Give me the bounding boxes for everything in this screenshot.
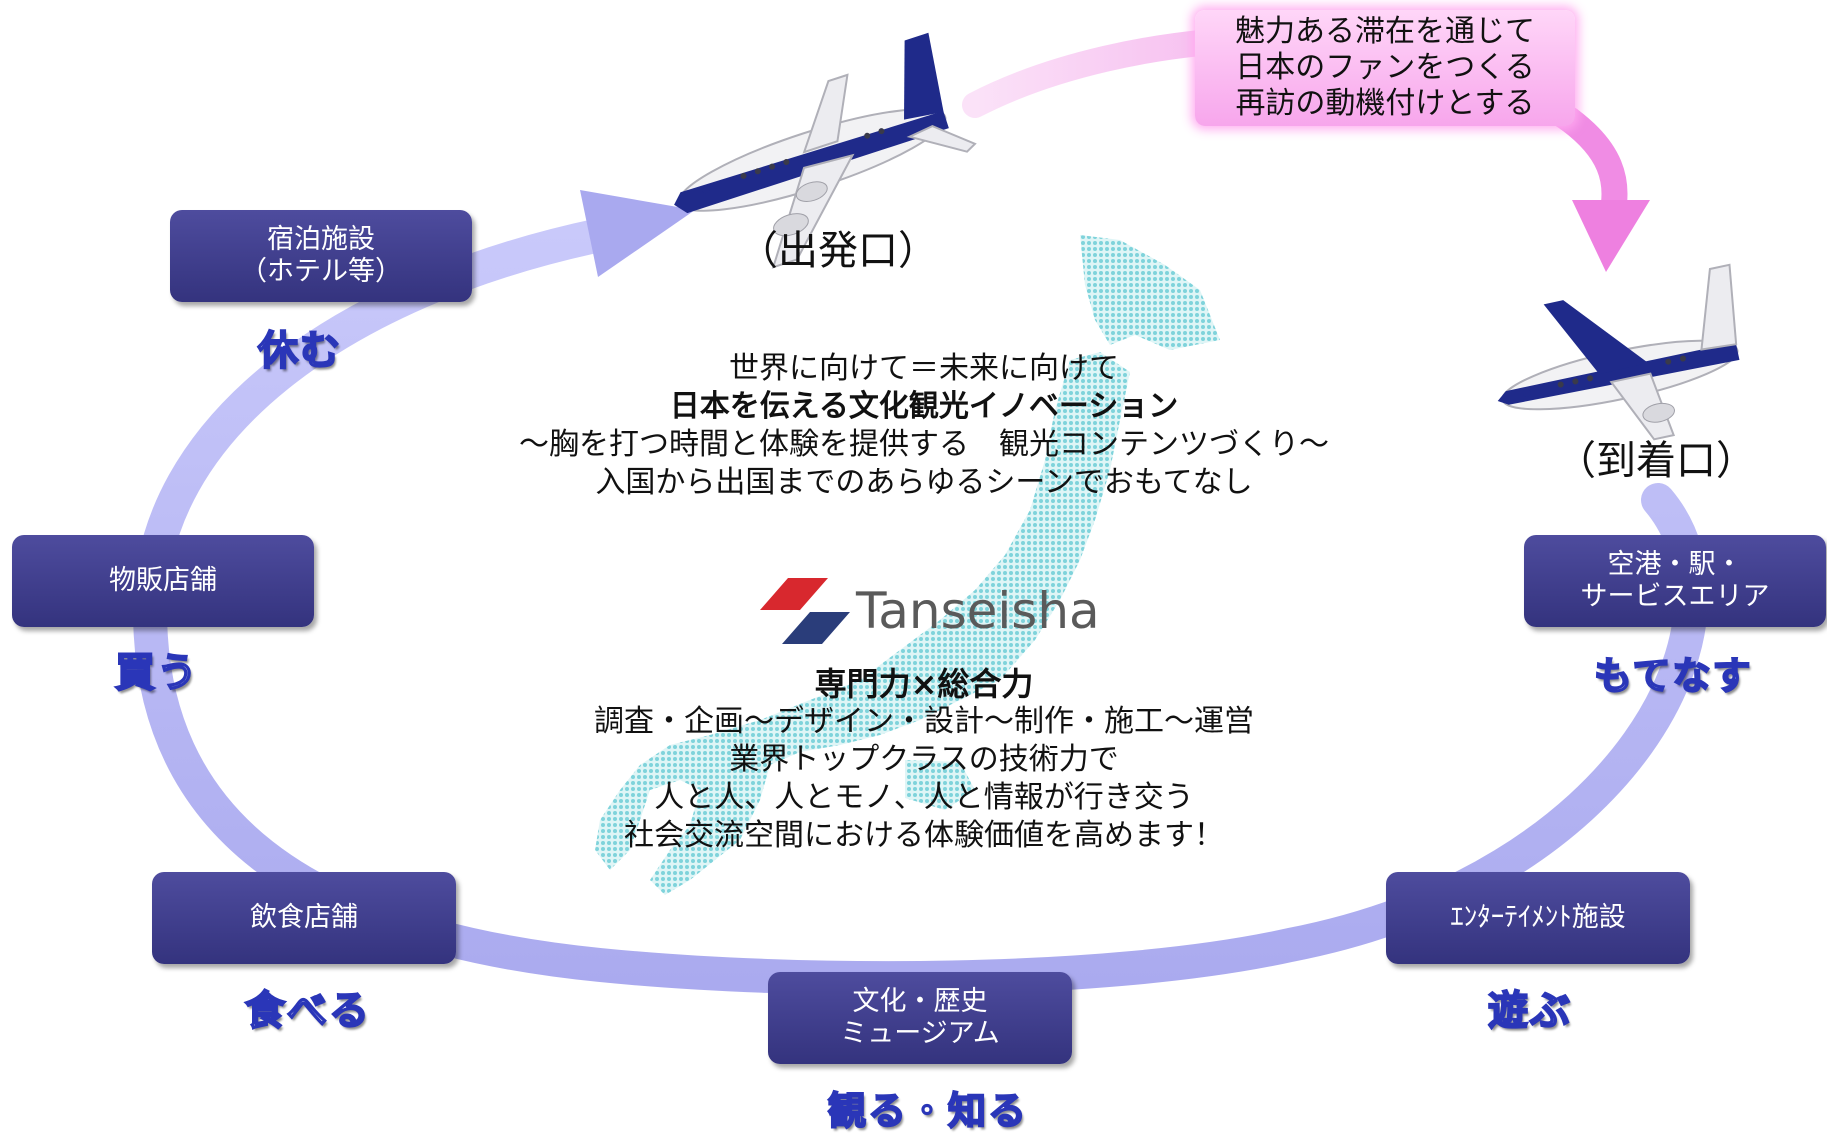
center-bottom-line4: 人と人、人とモノ、人と情報が行き交う — [654, 780, 1194, 815]
dining-verb: 食べる — [244, 987, 371, 1035]
center-bottom-text: 専門力×総合力 調査・企画～デザイン・設計～制作・施工～運営 業界トップクラスの… — [424, 665, 1424, 855]
dining-line1: 飲食店舗 — [250, 901, 358, 933]
lodging-verb: 休む — [257, 327, 342, 375]
museum-line2: ミュージアム — [840, 1018, 1000, 1049]
logo-text: Tanseisha — [856, 582, 1100, 640]
japan-map — [595, 235, 1220, 895]
cycle-ring-arrow — [132, 190, 1709, 996]
center-top-line4: 入国から出国までのあらゆるシーンでおもてなし — [595, 465, 1253, 500]
center-top-text: 世界に向けて＝未来に向けて 日本を伝える文化観光イノベーション ～胸を打つ時間と… — [424, 350, 1424, 502]
airport-line2: サービスエリア — [1580, 581, 1770, 612]
retail-box: 物販店舗 — [12, 535, 314, 627]
entertainment-verb: 遊ぶ — [1487, 987, 1572, 1035]
airport-line1: 空港・駅・ — [1607, 548, 1743, 580]
pink-note: 魅力ある滞在を通じて 日本のファンをつくる 再訪の動機付けとする — [1195, 10, 1575, 126]
retail-line1: 物販店舗 — [109, 564, 217, 596]
entertainment-line1: ｴﾝﾀｰﾃｲﾒﾝﾄ施設 — [1450, 901, 1626, 933]
pink-note-line3: 再訪の動機付けとする — [1235, 86, 1535, 121]
dining-box: 飲食店舗 — [152, 872, 456, 964]
pink-note-line2: 日本のファンをつくる — [1235, 50, 1535, 85]
arrival-label: （到着口） — [1556, 438, 1756, 484]
center-bottom-title: 専門力×総合力 — [814, 665, 1034, 703]
center-top-line1: 世界に向けて＝未来に向けて — [729, 351, 1119, 386]
center-bottom-line2: 調査・企画～デザイン・設計～制作・施工～運営 — [594, 704, 1254, 739]
pink-note-line1: 魅力ある滞在を通じて — [1235, 14, 1535, 49]
center-top-line3: ～胸を打つ時間と体験を提供する 観光コンテンツづくり～ — [519, 427, 1329, 462]
center-bottom-line5: 社会交流空間における体験価値を高めます！ — [624, 818, 1224, 853]
arrival-plane-icon — [1497, 263, 1740, 441]
museum-line1: 文化・歴史 — [852, 985, 988, 1017]
lodging-line2: （ホテル等） — [240, 256, 402, 287]
museum-verb: 観る・知る — [827, 1088, 1029, 1134]
airport-box: 空港・駅・ サービスエリア — [1524, 535, 1826, 627]
airport-verb: もてなす — [1593, 653, 1753, 699]
departure-label: （出発口） — [738, 228, 938, 274]
center-top-title: 日本を伝える文化観光イノベーション — [669, 389, 1179, 424]
center-bottom-line3: 業界トップクラスの技術力で — [729, 742, 1119, 777]
lodging-line1: 宿泊施設 — [267, 223, 375, 255]
tanseisha-logo: Tanseisha — [768, 582, 1100, 640]
lodging-box: 宿泊施設 （ホテル等） — [170, 210, 472, 302]
entertainment-box: ｴﾝﾀｰﾃｲﾒﾝﾄ施設 — [1386, 872, 1690, 964]
retail-verb: 買う — [114, 649, 199, 697]
museum-box: 文化・歴史 ミュージアム — [768, 972, 1072, 1064]
tanseisha-logo-mark — [760, 578, 850, 644]
departure-plane-icon — [674, 32, 977, 269]
